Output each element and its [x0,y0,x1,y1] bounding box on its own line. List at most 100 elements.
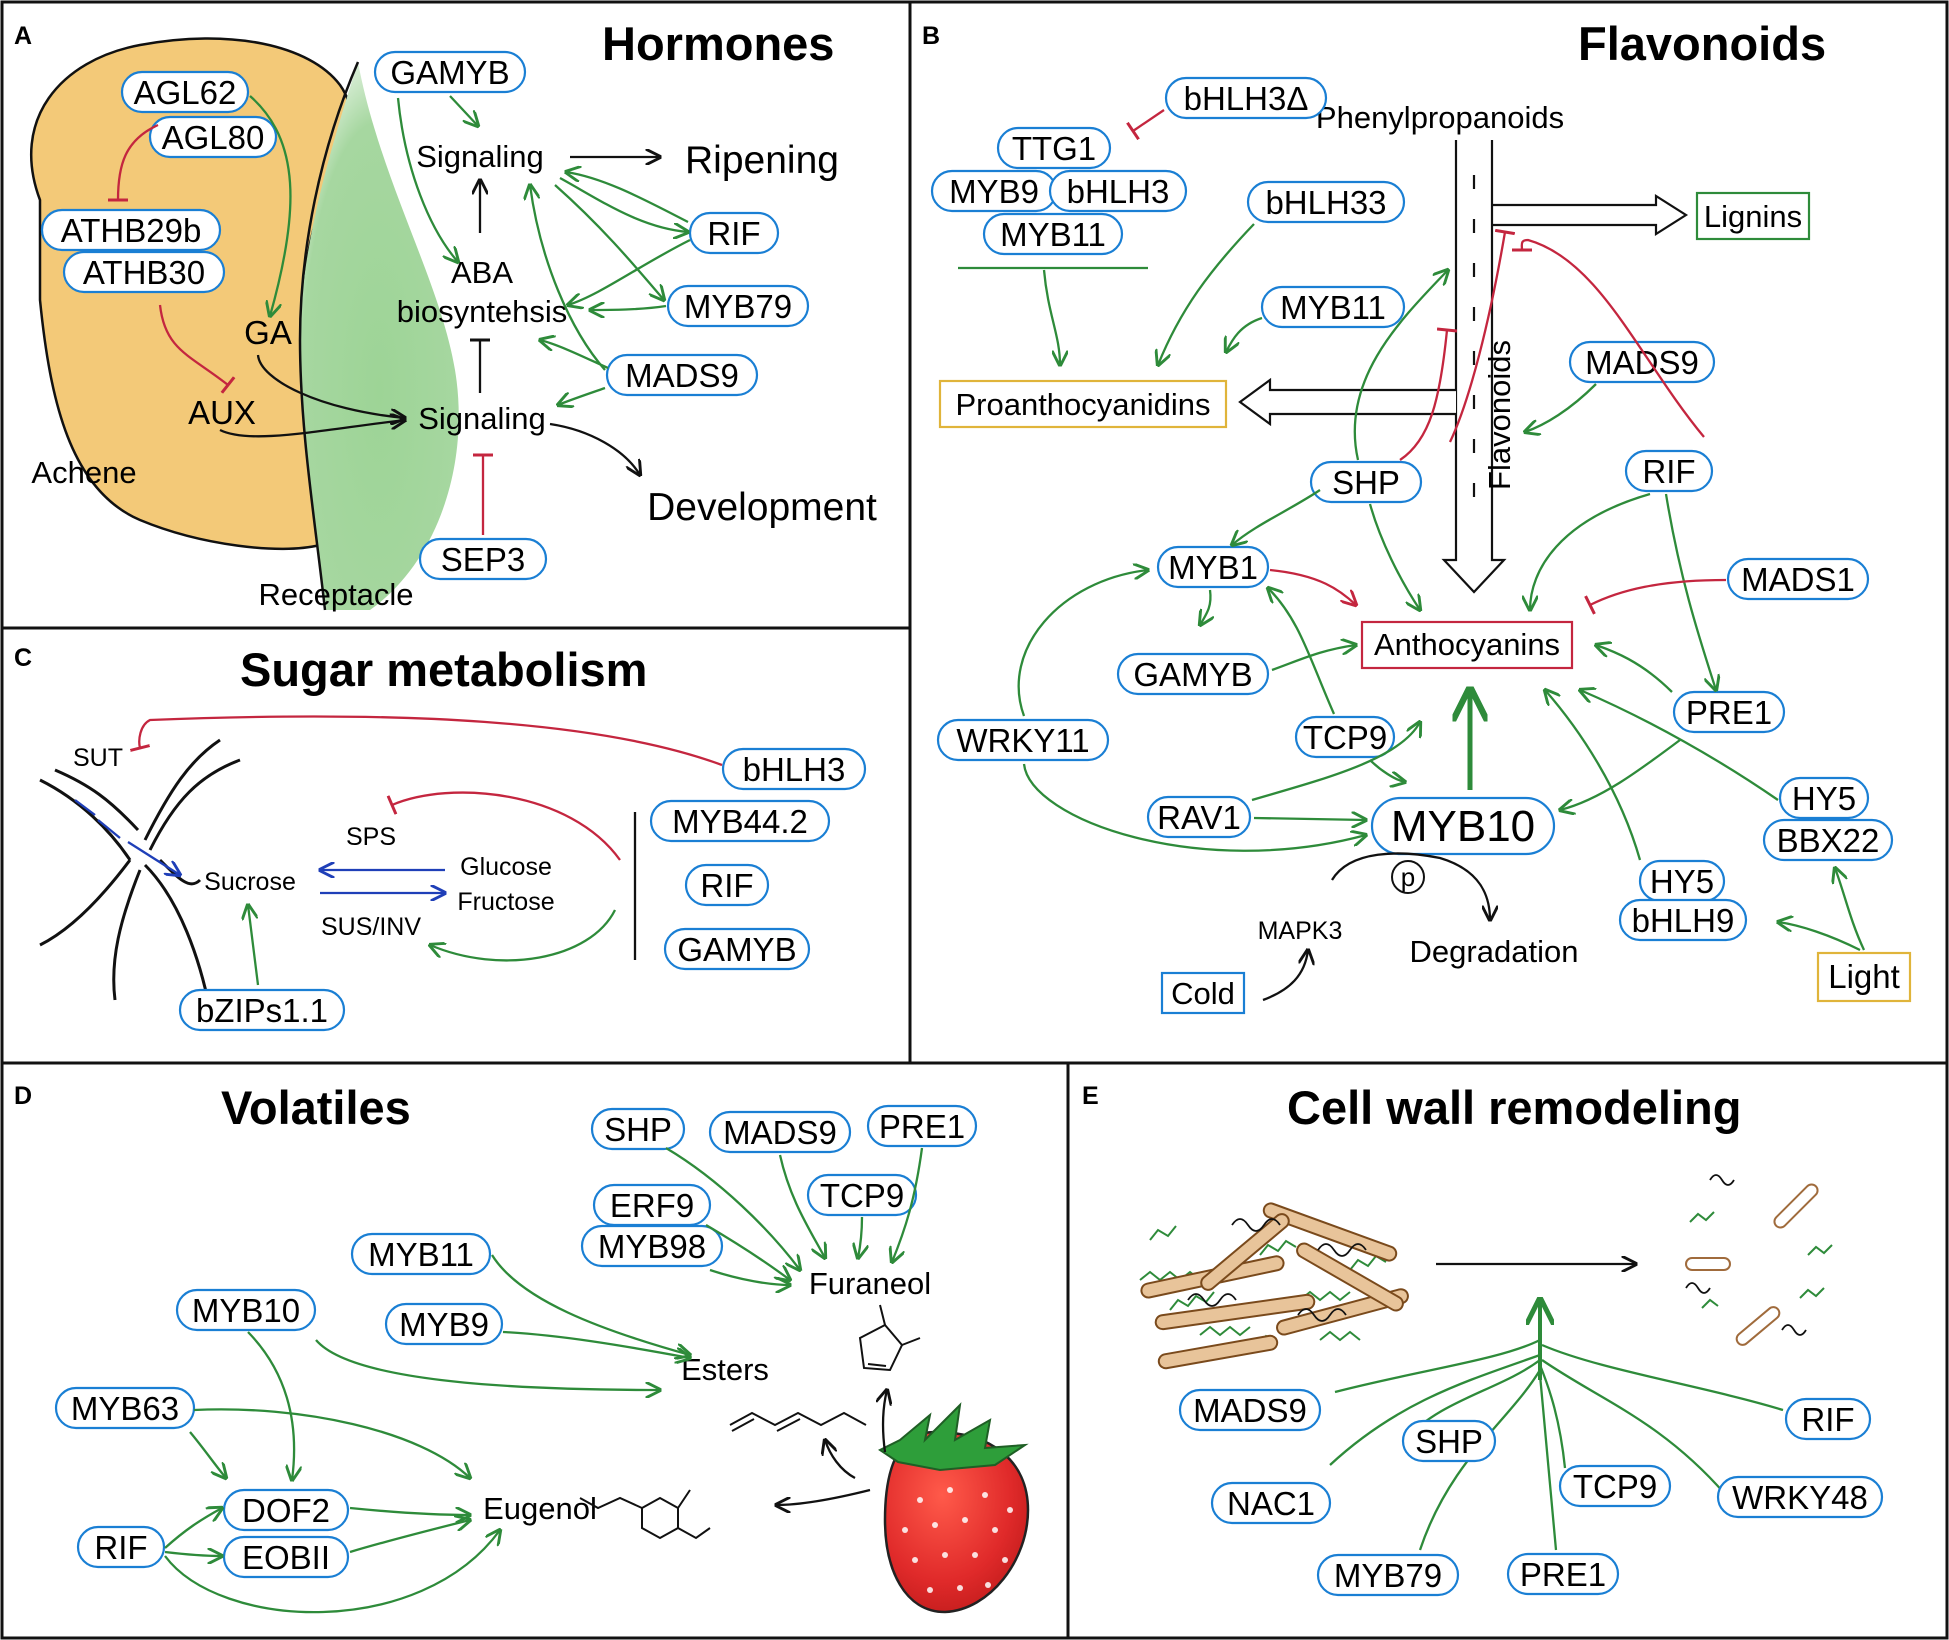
degraded-cell-wall-icon [1685,1174,1833,1346]
gene-myb9-d: MYB9 [399,1306,489,1343]
gene-bhlh3delta: bHLH3Δ [1184,80,1309,117]
gene-dof2: DOF2 [242,1492,330,1529]
gene-gamyb-b: GAMYB [1133,656,1252,693]
gene-hy5-a: HY5 [1792,780,1856,817]
node-signaling-bottom: Signaling [418,401,546,436]
gene-nac1: NAC1 [1227,1485,1315,1522]
node-lignins: Lignins [1704,199,1802,234]
gene-myb79-a: MYB79 [684,288,792,325]
gene-myb9-b: MYB9 [949,173,1039,210]
label-receptacle: Receptacle [258,577,413,612]
node-aba-line2: biosyntehsis [397,294,568,329]
gene-myb1: MYB1 [1168,549,1258,586]
furaneol-structure [858,1304,921,1372]
intact-cell-wall-icon [1139,1202,1409,1370]
gene-hy5-b: HY5 [1650,863,1714,900]
gene-gamyb-c: GAMYB [677,931,796,968]
gene-pre1-e: PRE1 [1520,1556,1606,1593]
panel-d-letter: D [14,1082,32,1110]
gene-mads9-d: MADS9 [723,1114,837,1151]
panel-e-edges [1329,1300,1784,1551]
gene-rif-b: RIF [1642,453,1695,490]
gene-rif-d: RIF [94,1529,147,1566]
node-furaneol: Furaneol [809,1266,931,1301]
node-signaling-top: Signaling [416,139,544,174]
panel-c-sugar: C Sugar metabolism SUT SPS Sucrose Gluco… [14,643,867,1032]
gene-myb98: MYB98 [598,1228,706,1265]
node-light: Light [1828,958,1900,995]
node-cold: Cold [1171,976,1235,1011]
panel-b-title: Flavonoids [1578,17,1826,70]
panel-d-title: Volatiles [221,1081,411,1134]
gene-ttg1: TTG1 [1012,130,1096,167]
gene-agl62: AGL62 [134,74,237,111]
gene-rif-a: RIF [707,215,760,252]
panel-c-letter: C [14,644,32,672]
strawberry-icon [878,1402,1030,1614]
gene-shp-b: SHP [1332,464,1400,501]
node-glucose: Glucose [460,853,552,881]
node-ripening: Ripening [685,139,839,182]
node-phenylpropanoids: Phenylpropanoids [1316,100,1564,135]
node-degradation: Degradation [1410,934,1579,969]
node-eugenol: Eugenol [483,1491,597,1526]
gene-rif-c: RIF [700,867,753,904]
gene-agl80: AGL80 [162,119,265,156]
ester-structure [729,1411,867,1432]
node-fructose: Fructose [457,888,554,916]
gene-bbx22: BBX22 [1777,822,1880,859]
panel-a-hormones: A Hormones AGL62 AGL80 ATHB29b ATHB30 GA… [14,17,877,612]
panel-a-letter: A [14,22,32,50]
gene-bhlh9: bHLH9 [1632,902,1735,939]
gene-shp-e: SHP [1415,1423,1483,1460]
gene-mads9-e: MADS9 [1193,1392,1307,1429]
label-sus-inv: SUS/INV [321,913,421,941]
eugenol-structure [579,1489,711,1540]
panel-e-letter: E [1082,1082,1099,1110]
gene-myb11-complex: MYB11 [1000,216,1106,253]
gene-wrky11: WRKY11 [956,722,1089,759]
gene-shp-d: SHP [604,1111,672,1148]
gene-myb11-d: MYB11 [368,1236,474,1273]
panel-e-cell-wall: E Cell wall remodeling [1082,1081,1884,1597]
hormone-ga: GA [244,314,292,351]
node-flavonoids: Flavonoids [1482,340,1517,490]
gene-myb10-d: MYB10 [192,1292,300,1329]
gene-myb79-e: MYB79 [1334,1557,1442,1594]
gene-gamyb-a: GAMYB [390,54,509,91]
receptacle-edge [298,61,360,611]
gene-wrky48: WRKY48 [1732,1479,1868,1516]
gene-myb11-b: MYB11 [1280,289,1386,326]
gene-bhlh3-b: bHLH3 [1067,173,1170,210]
hormone-aux: AUX [188,394,256,431]
panel-d-edges [164,1147,924,1614]
gene-pre1-d: PRE1 [879,1108,965,1145]
biosynthesis-pathway-arrows [1238,140,1689,594]
gene-tcp9-d: TCP9 [820,1177,904,1214]
gene-pre1-b: PRE1 [1686,694,1772,731]
panel-a-title: Hormones [602,17,834,70]
receptacle-shape [300,62,459,610]
panel-a-edges [107,95,691,535]
node-proanthocyanidins: Proanthocyanidins [955,387,1210,422]
panel-c-title: Sugar metabolism [240,643,647,696]
node-esters: Esters [681,1352,769,1387]
panel-c-edges [129,715,723,986]
gene-myb44: MYB44.2 [672,803,808,840]
gene-bhlh3-c: bHLH3 [743,751,846,788]
gene-rav1: RAV1 [1157,799,1241,836]
panel-b-edges [1017,109,1866,1002]
gene-myb10-b: MYB10 [1391,802,1535,851]
node-anthocyanins: Anthocyanins [1374,627,1560,662]
node-development: Development [647,486,877,529]
gene-athb30: ATHB30 [83,254,205,291]
gene-myb63: MYB63 [71,1390,179,1427]
gene-mads9-a: MADS9 [625,357,739,394]
phosphorylation-p: p [1401,862,1415,892]
node-sucrose: Sucrose [204,868,296,896]
label-sut: SUT [73,744,123,772]
gene-tcp9-e: TCP9 [1573,1468,1657,1505]
node-aba-line1: ABA [451,255,513,290]
